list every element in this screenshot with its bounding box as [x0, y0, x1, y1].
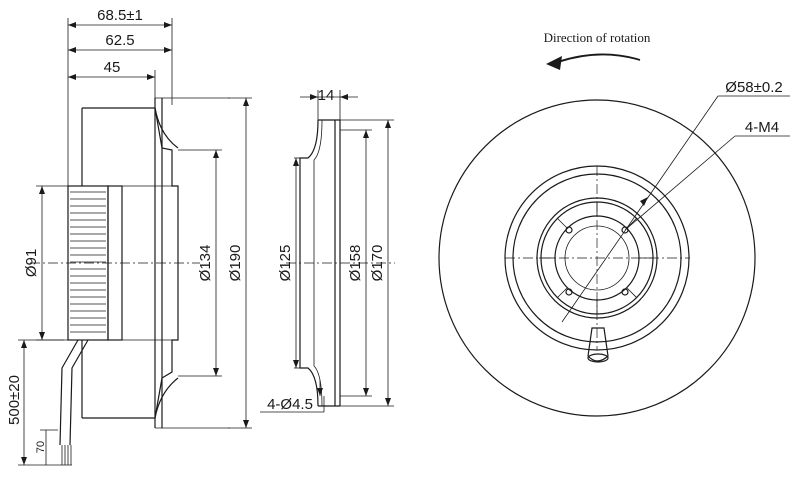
side-view: 68.5±1 62.5 45 [6, 7, 252, 466]
impeller-diameter-dim: Ø134 [197, 245, 214, 282]
overall-depth-dim: 68.5±1 [97, 7, 143, 24]
ring-outer-diameter-dim: Ø170 [369, 245, 386, 282]
ring-inner-diameter-dim: Ø125 [277, 245, 294, 282]
rotation-arrowhead-icon [546, 56, 562, 70]
motor-diameter-dim: Ø91 [23, 249, 40, 277]
rotation-label: Direction of rotation [544, 30, 651, 45]
rotation-arrow-icon [557, 53, 641, 63]
hub-diameter-dim: Ø58±0.2 [725, 79, 782, 96]
ring-view: 14 Ø125 Ø158 Ø170 4-Ø4.5 [260, 87, 395, 413]
outer-diameter-dim: Ø190 [227, 245, 244, 282]
inlet-depth-dim: 62.5 [105, 32, 134, 49]
flange-width-dim: 14 [318, 87, 335, 104]
mount-holes-dim: 4-Ø4.5 [267, 396, 313, 413]
screws-dim: 4-M4 [745, 119, 779, 136]
screw-hole-icon [565, 226, 573, 234]
blade-depth-dim: 45 [104, 59, 121, 76]
cable-strip-dim: 70 [35, 441, 47, 453]
screw-hole-icon [621, 288, 629, 296]
screw-hole-icon [565, 288, 573, 296]
cable-outlet [587, 327, 609, 362]
front-view: Direction of rotation Ø58±0.2 [438, 30, 790, 417]
cable-length-dim: 500±20 [6, 375, 23, 425]
hole-circle-dim: Ø158 [347, 245, 364, 282]
screw-hole-icon [621, 226, 629, 234]
rotor-fins [70, 191, 106, 333]
